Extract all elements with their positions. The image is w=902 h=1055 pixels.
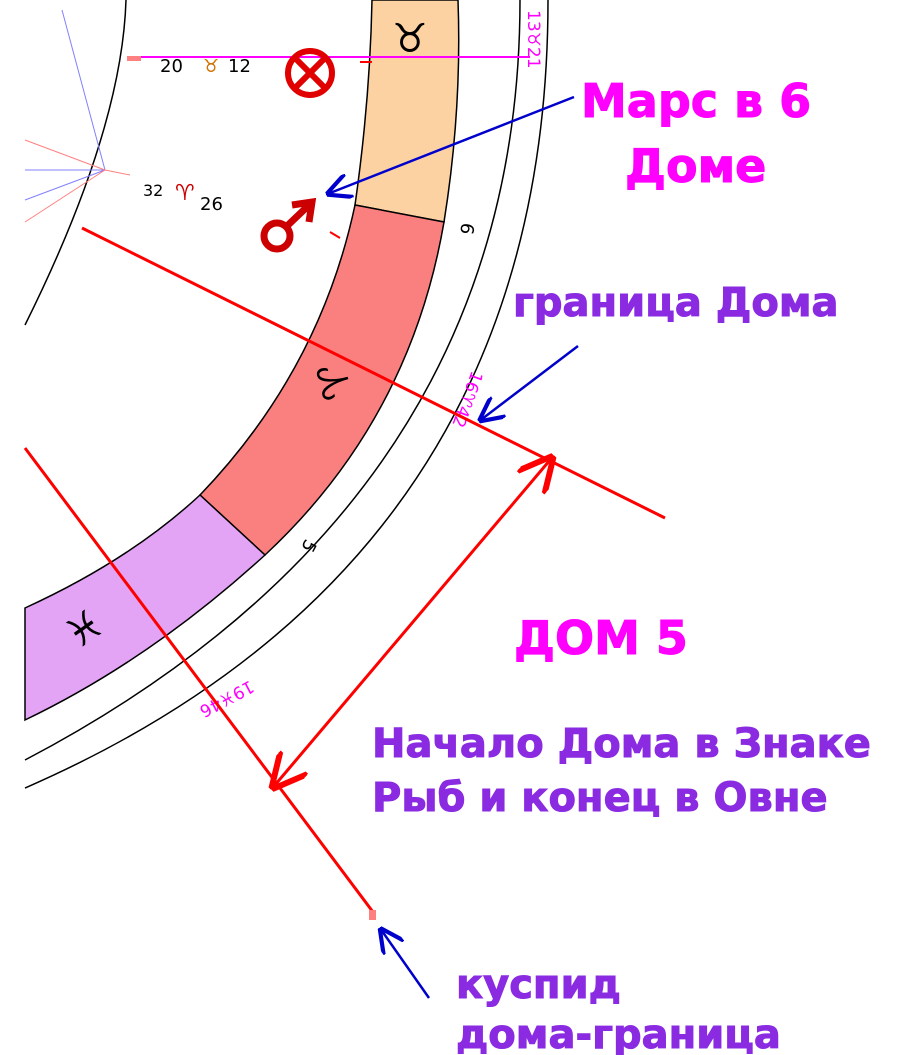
boundary-pointer-arrow bbox=[482, 345, 579, 419]
mars-pointer-arrow bbox=[330, 95, 575, 193]
aspect-lines bbox=[24, 9, 131, 223]
house-5-cusp-line bbox=[23, 447, 375, 913]
mid-degree-number-2: 26 bbox=[200, 194, 223, 215]
mid-degree-number-1: 32 bbox=[143, 181, 163, 200]
taurus-icon: ♉ bbox=[392, 16, 428, 62]
cusp-degree-top: 13♉21 bbox=[523, 10, 543, 69]
house-6-number: 6 bbox=[455, 221, 478, 236]
boundary-annotation: граница Дома bbox=[513, 280, 839, 326]
mars-annotation-line1: Марс в 6 bbox=[581, 74, 811, 128]
mars-marker-tick bbox=[329, 231, 341, 239]
house-5-span-arrow bbox=[275, 460, 550, 785]
top-line-marker bbox=[127, 56, 141, 61]
part-of-fortune-icon bbox=[285, 48, 335, 98]
cusp-annotation-line1: куспид bbox=[456, 962, 621, 1008]
middle-chart-circle bbox=[24, 0, 521, 761]
taurus-icon-small: ♉ bbox=[203, 56, 219, 77]
top-degree-number-1: 20 bbox=[160, 56, 183, 77]
mars-annotation-line2: Доме bbox=[625, 139, 766, 193]
top-degree-number-2: 12 bbox=[228, 56, 251, 77]
house-5-title: ДОМ 5 bbox=[514, 611, 688, 665]
cusp-degree-low: 19♓46 bbox=[196, 676, 257, 721]
house-6-cusp-line bbox=[81, 226, 666, 520]
cusp-pointer-arrow bbox=[382, 931, 431, 999]
house-5-description-line2: Рыб и конец в Овне bbox=[372, 775, 828, 821]
house-5-number: 5 bbox=[296, 536, 320, 556]
inner-chart-circle bbox=[24, 0, 127, 326]
house-5-description-line1: Начало Дома в Знаке bbox=[372, 721, 871, 767]
aries-icon-small: ♈ bbox=[175, 181, 195, 206]
mars-icon bbox=[260, 197, 317, 253]
cusp-line-end-marker bbox=[369, 910, 376, 920]
cusp-annotation-line2: дома-граница bbox=[456, 1012, 781, 1055]
